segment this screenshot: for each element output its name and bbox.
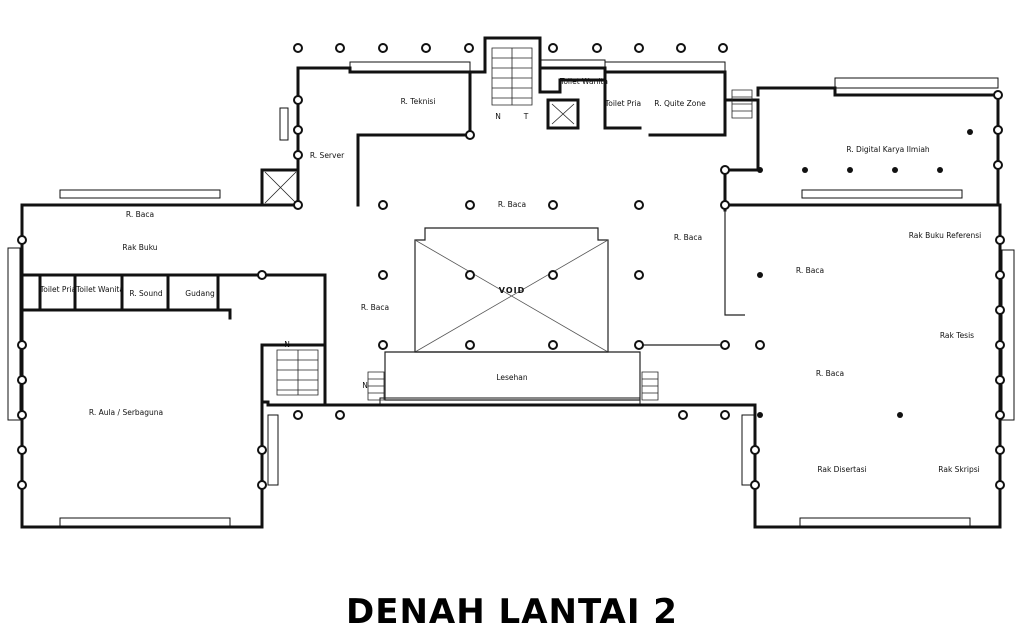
label-rak-tesis: Rak Tesis <box>940 331 974 340</box>
lesehan-mark-n: N <box>362 381 368 390</box>
columns <box>17 43 1005 490</box>
label-r-baca-center-left: R. Baca <box>361 303 389 312</box>
label-rak-disertasi: Rak Disertasi <box>817 465 866 474</box>
void-area <box>384 227 641 401</box>
outer-walls <box>20 36 1002 529</box>
label-toilet-pria-left: Toilet Pria <box>39 285 76 294</box>
stair-mark-n: N <box>495 112 501 121</box>
label-r-baca-center-top: R. Baca <box>498 200 526 209</box>
label-toilet-pria-top: Toilet Pria <box>604 99 641 108</box>
label-rak-skripsi: Rak Skripsi <box>938 465 979 474</box>
label-toilet-wanita-top: Toilet Wanita <box>559 77 608 86</box>
label-r-teknisi: R. Teknisi <box>401 97 436 106</box>
label-r-server: R. Server <box>310 151 345 160</box>
label-lesehan: Lesehan <box>496 373 528 382</box>
label-r-baca-left: R. Baca <box>126 210 154 219</box>
window-strips <box>7 59 1015 528</box>
label-r-baca-right-top: R. Baca <box>796 266 824 275</box>
label-gudang: Gudang <box>185 289 215 298</box>
stair-mark-n-left: N <box>284 340 290 349</box>
plan-title: DENAH LANTAI 2 <box>346 592 678 632</box>
stair-mark-t: T <box>523 112 529 121</box>
label-rak-buku: Rak Buku <box>122 243 157 252</box>
room-labels: R. Teknisi R. Server Toilet Wanita Toile… <box>39 77 981 474</box>
label-r-baca-right-mid: R. Baca <box>816 369 844 378</box>
label-r-sound: R. Sound <box>129 289 163 298</box>
stairs <box>264 47 753 401</box>
label-r-quite-zone: R. Quite Zone <box>654 99 706 108</box>
label-rak-buku-referensi: Rak Buku Referensi <box>909 231 982 240</box>
label-r-baca-center-right: R. Baca <box>674 233 702 242</box>
label-r-digital-karya-ilmiah: R. Digital Karya Ilmiah <box>846 145 930 154</box>
label-void: VOID <box>499 286 525 295</box>
label-toilet-wanita-left: Toilet Wanita <box>75 285 124 294</box>
label-r-aula-serbaguna: R. Aula / Serbaguna <box>89 408 163 417</box>
